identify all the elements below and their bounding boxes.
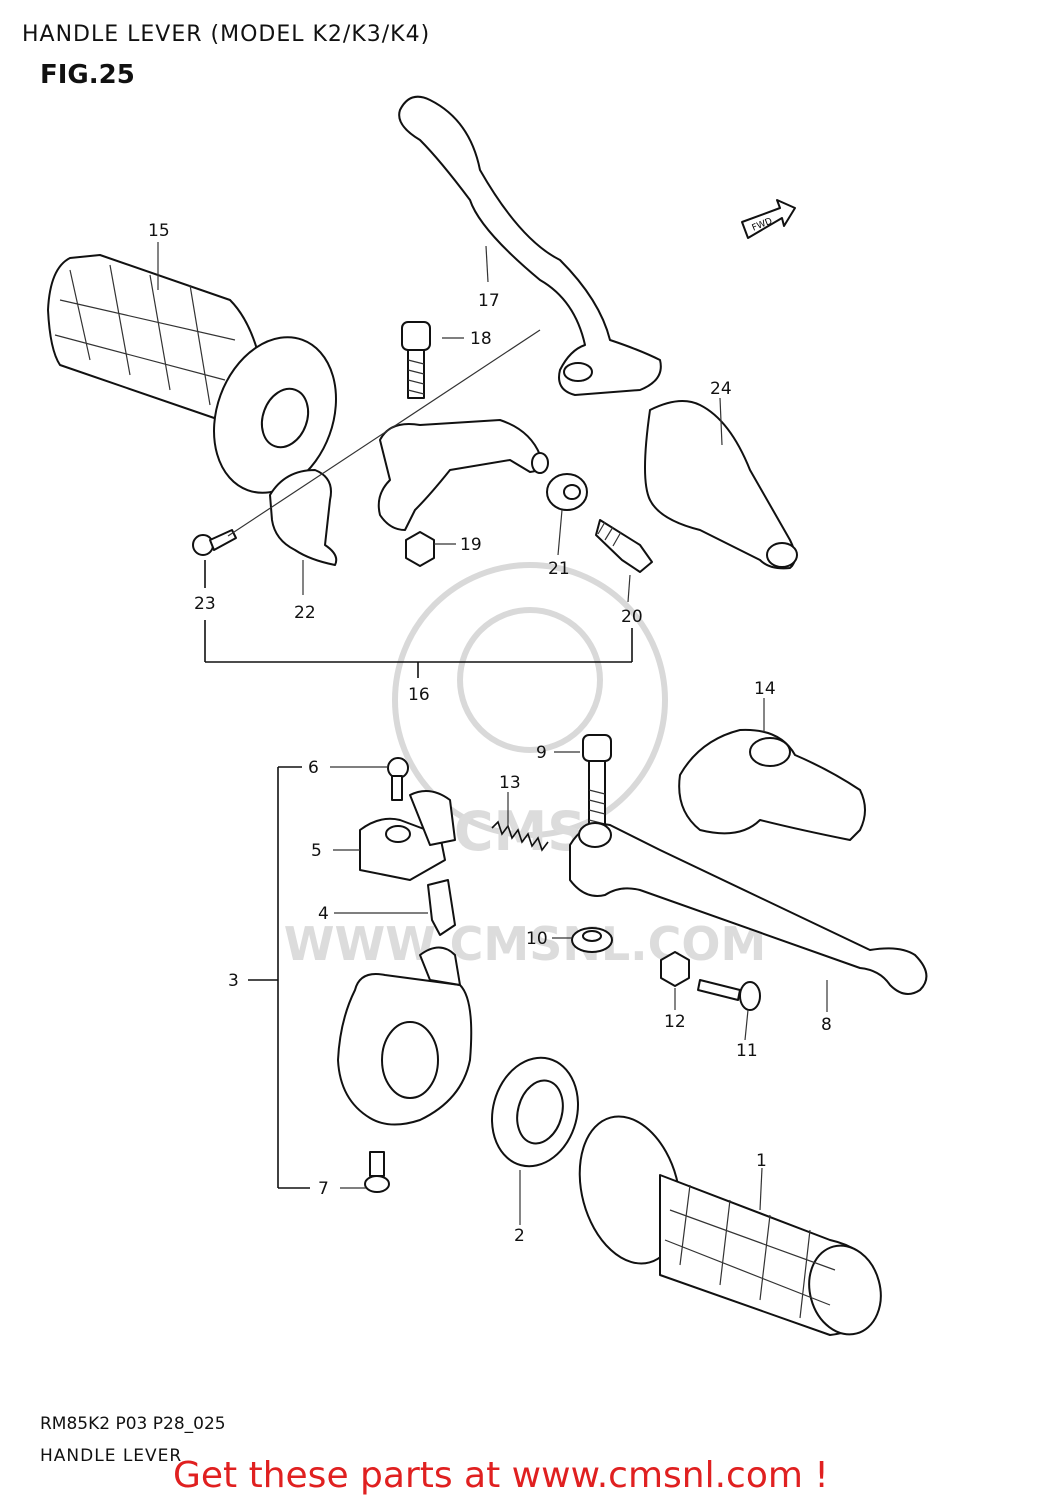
figure-number: FIG.25 [40,60,135,90]
label-23: 23 [194,594,216,614]
part-21-adjuster [546,473,588,511]
label-4: 4 [318,904,329,924]
part-9-bolt [582,734,612,832]
label-16: 16 [408,685,430,705]
label-13: 13 [499,773,521,793]
part-10-collar [571,927,613,953]
label-19: 19 [460,535,482,555]
label-1: 1 [756,1151,767,1171]
watermark-logo-face [457,607,603,753]
part-13-spring [491,820,549,852]
part-24-cover [644,400,798,570]
label-14: 14 [754,679,776,699]
label-11: 11 [736,1041,758,1061]
diagram-title: HANDLE LEVER (MODEL K2/K3/K4) [22,22,431,47]
label-2: 2 [514,1226,525,1246]
part-1-grip [578,1115,882,1336]
label-3: 3 [228,971,239,991]
label-9: 9 [536,743,547,763]
fwd-arrow-icon: FWD [741,199,796,239]
watermark-logo-ring [392,562,668,838]
promo-link[interactable]: Get these parts at www.cmsnl.com ! [173,1455,829,1496]
part-19-nut [405,531,435,567]
label-8: 8 [821,1015,832,1035]
part-labels: 15 17 18 24 19 21 23 22 20 16 14 6 9 13 … [148,221,832,1246]
leader-lines [157,242,828,1225]
part-11-screw [697,979,761,1011]
part-16-holder [377,419,549,531]
part-7-screw [364,1151,390,1193]
label-7: 7 [318,1179,329,1199]
group-3-bracket [248,766,310,1189]
part-2-plate [491,1056,579,1168]
label-24: 24 [710,379,732,399]
label-17: 17 [478,291,500,311]
label-10: 10 [526,929,548,949]
label-5: 5 [311,841,322,861]
label-18: 18 [470,329,492,349]
part-17-lever [398,95,662,396]
part-12-nut [660,951,690,987]
label-21: 21 [548,559,570,579]
watermark: CMS WWW.CMSNL.COM [284,562,767,971]
watermark-logo-text: CMS [454,800,586,863]
part-5-clip [359,790,456,881]
part-3-holder [337,946,473,1126]
label-6: 6 [308,758,319,778]
label-22: 22 [294,603,316,623]
part-22-clamp [269,469,338,566]
part-8-lever [569,822,928,995]
part-6-screw [387,757,409,801]
label-15: 15 [148,221,170,241]
part-4-clip [427,879,456,936]
part-18-bolt [401,321,431,399]
diagram-code: RM85K2 P03 P28_025 [40,1414,226,1434]
label-12: 12 [664,1012,686,1032]
label-20: 20 [621,607,643,627]
diagram-subtitle: HANDLE LEVER [40,1446,183,1466]
part-23-screw [192,529,237,556]
group-16-bracket [204,560,633,678]
part-15-grip [47,254,337,494]
part-14-cover [678,728,866,841]
watermark-url: WWW.CMSNL.COM [284,917,767,971]
part-20-adjuster-screw [595,519,653,573]
